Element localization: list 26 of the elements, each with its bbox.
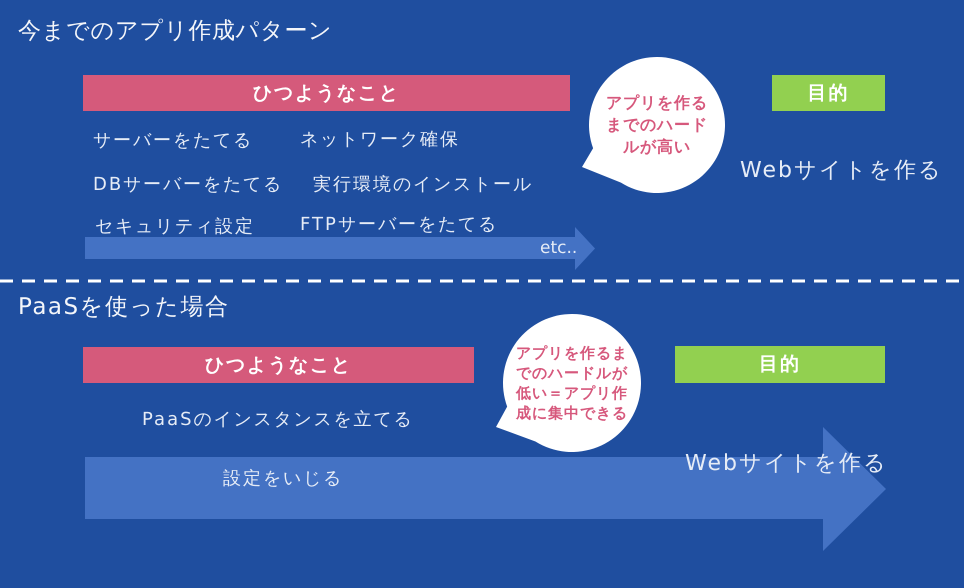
header-bar: [772, 75, 885, 111]
bubble-text: アプリを作るまでのハードルが低い＝アプリ作成に集中できる: [516, 343, 628, 423]
section-heading: PaaSを使った場合: [18, 294, 230, 322]
header-bar: [83, 347, 474, 383]
bar-heading: 目的: [808, 82, 850, 104]
bubble-text: アプリを作るまでのハードルが高い: [605, 92, 709, 158]
header-bar: [83, 75, 570, 111]
list-item: サーバーをたてる: [93, 130, 253, 152]
speech-bubble: [582, 57, 725, 193]
list-item: PaaSのインスタンスを立てる: [142, 409, 414, 431]
arrow-text: etc..: [540, 238, 578, 258]
speech-bubble: [496, 314, 641, 452]
list-item: FTPサーバーをたてる: [300, 214, 498, 236]
bar-heading: ひつようなこと: [253, 82, 400, 104]
bar-heading: 目的: [759, 353, 801, 376]
list-item: ネットワーク確保: [300, 129, 460, 151]
section-heading: 今までのアプリ作成パターン: [18, 18, 332, 46]
list-item: DBサーバーをたてる: [93, 174, 284, 196]
goal-text: Webサイトを作る: [685, 450, 888, 478]
block-arrow: [85, 427, 886, 551]
arrow-text: 設定をいじる: [223, 468, 343, 490]
list-item: セキュリティ設定: [95, 216, 255, 238]
list-item: 実行環境のインストール: [313, 174, 533, 196]
goal-text: Webサイトを作る: [740, 158, 943, 184]
header-bar: [675, 346, 885, 383]
bar-heading: ひつようなこと: [205, 354, 352, 376]
